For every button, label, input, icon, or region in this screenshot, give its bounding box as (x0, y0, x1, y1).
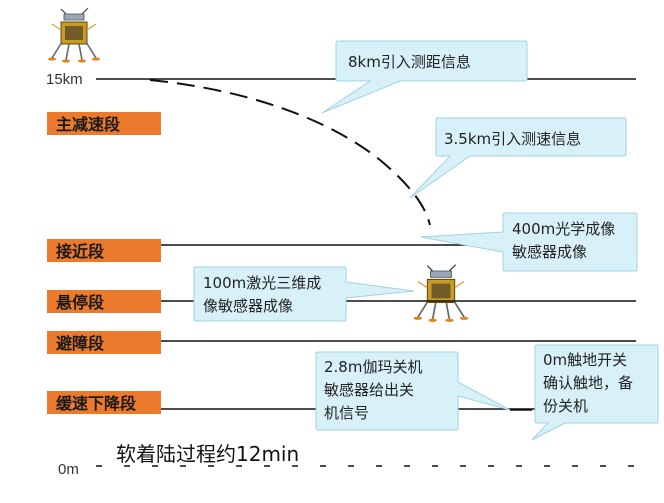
svg-text:份关机: 份关机 (543, 397, 588, 415)
lunar-lander-icon (47, 7, 101, 64)
svg-text:8km引入测距信息: 8km引入测距信息 (348, 53, 471, 71)
callout-laser3d: 100m激光三维成 像敏感器成像 (193, 266, 415, 322)
descent-trajectory (149, 79, 431, 226)
phase-label-approach: 接近段 (47, 239, 161, 262)
svg-text:机信号: 机信号 (324, 404, 369, 422)
phase-label-obstacle-avoidance: 避障段 (47, 331, 161, 354)
svg-text:敏感器给出关: 敏感器给出关 (324, 381, 414, 399)
callout-touchdown: 0m触地开关 确认触地，备 份关机 (531, 344, 659, 441)
altitude-label-bottom: 0m (58, 461, 79, 478)
svg-text:2.8m伽玛关机: 2.8m伽玛关机 (324, 358, 422, 376)
svg-text:像敏感器成像: 像敏感器成像 (203, 297, 293, 315)
svg-text:悬停段: 悬停段 (55, 293, 105, 312)
phase-label-hover: 悬停段 (47, 290, 161, 313)
callout-velocity: 3.5km引入测速信息 (409, 117, 627, 199)
svg-text:确认触地，备: 确认触地，备 (543, 374, 633, 392)
altitude-label-top: 15km (46, 71, 83, 88)
svg-text:避障段: 避障段 (56, 334, 105, 353)
svg-text:缓速下降段: 缓速下降段 (55, 394, 137, 413)
callout-ranging: 8km引入测距信息 (321, 40, 528, 114)
lunar-lander-icon (412, 263, 470, 323)
svg-text:3.5km引入测速信息: 3.5km引入测速信息 (444, 130, 581, 148)
phase-label-slow-descent: 缓速下降段 (47, 391, 161, 414)
svg-text:100m激光三维成: 100m激光三维成 (203, 274, 321, 292)
svg-text:0m触地开关: 0m触地开关 (543, 351, 627, 369)
svg-text:400m光学成像: 400m光学成像 (512, 220, 615, 238)
phase-label-main-deceleration: 主减速段 (47, 112, 161, 135)
callout-gamma: 2.8m伽玛关机 敏感器给出关 机信号 (315, 351, 511, 431)
landing-duration-text: 软着陆过程约12min (116, 442, 299, 466)
svg-text:敏感器成像: 敏感器成像 (512, 243, 587, 261)
svg-text:主减速段: 主减速段 (56, 115, 121, 134)
callout-optical: 400m光学成像 敏感器成像 (420, 212, 638, 272)
svg-text:接近段: 接近段 (56, 242, 105, 261)
